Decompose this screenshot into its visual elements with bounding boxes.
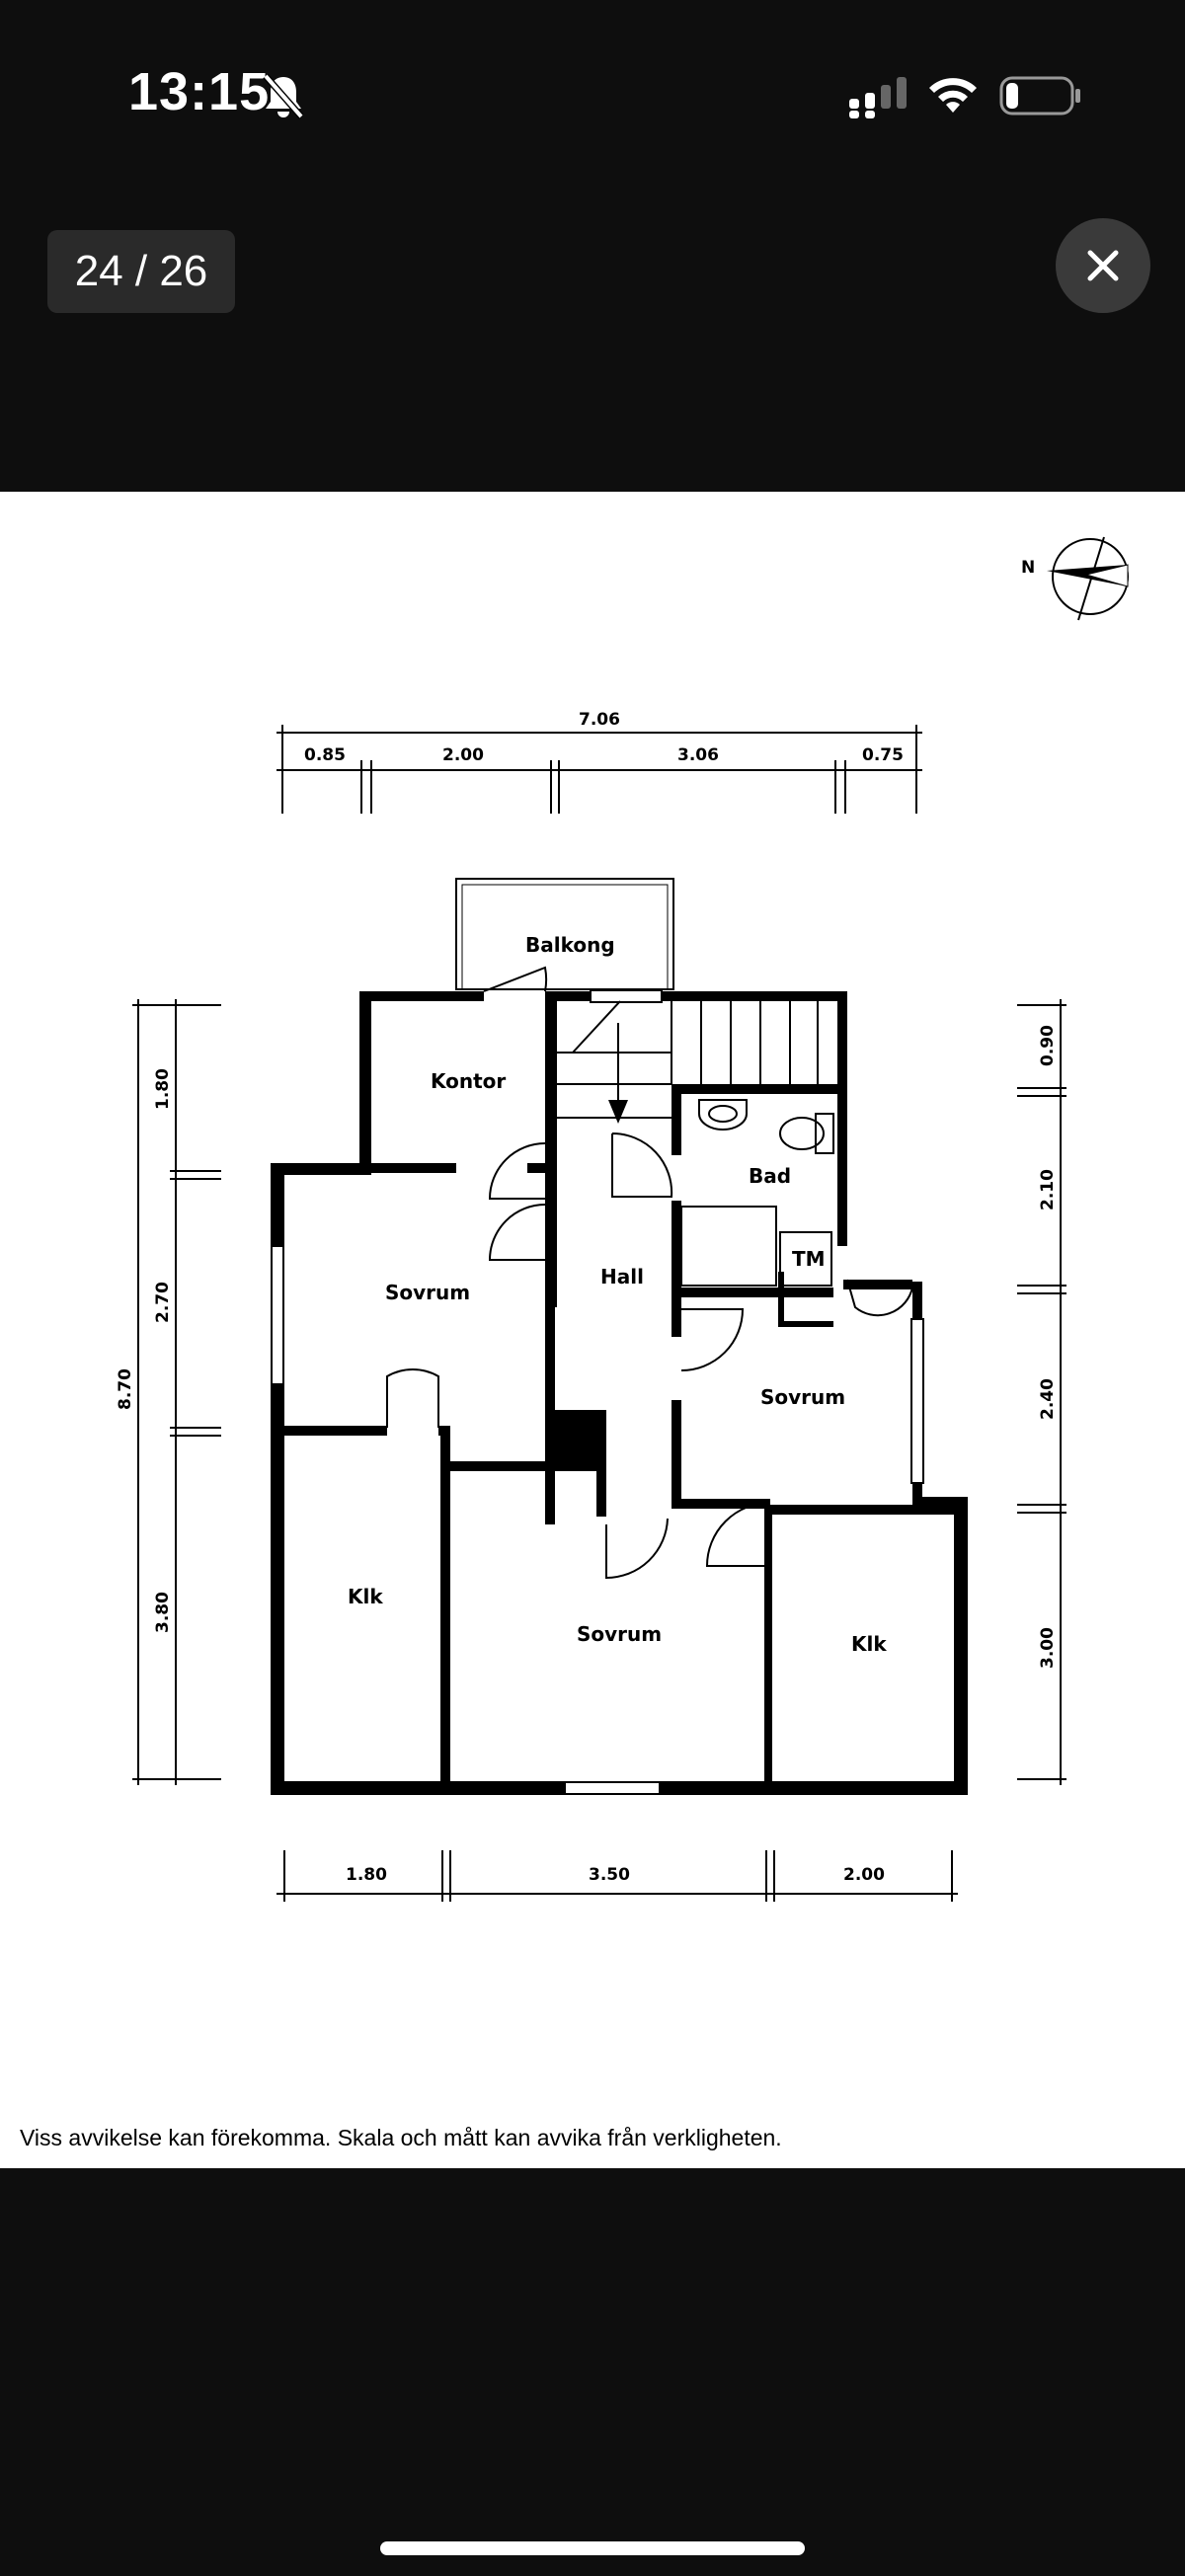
left-dim-total: 8.70 [116, 1368, 135, 1410]
room-tm: TM [792, 1247, 826, 1271]
bell-slash-icon [263, 73, 304, 119]
left-dim-2: 2.70 [153, 1282, 173, 1323]
room-sovrum-bottom: Sovrum [577, 1622, 662, 1646]
room-sovrum-left: Sovrum [385, 1281, 470, 1304]
bottom-dimensions [276, 1850, 958, 1902]
status-time: 13:15 [128, 62, 271, 121]
left-dim-3: 3.80 [153, 1592, 173, 1633]
left-dimensions [132, 999, 221, 1785]
cellular-signal-icon [849, 77, 907, 118]
room-balkong: Balkong [525, 933, 615, 957]
room-klk-left: Klk [348, 1585, 383, 1608]
right-dim-2: 2.10 [1038, 1169, 1058, 1210]
top-dim-4: 0.75 [862, 745, 904, 765]
top-dimensions [276, 725, 922, 814]
close-icon [1087, 250, 1119, 281]
floorplan-drawing: N 7.06 0.85 2.00 3.06 0.75 8.70 1.80 2.7… [116, 536, 1129, 1902]
room-kontor: Kontor [431, 1069, 506, 1093]
bottom-dim-2: 3.50 [589, 1865, 630, 1885]
top-dim-total: 7.06 [579, 710, 620, 730]
bottom-dim-3: 2.00 [843, 1865, 885, 1885]
bottom-dim-1: 1.80 [346, 1865, 387, 1885]
right-dim-1: 0.90 [1038, 1025, 1058, 1066]
top-dim-1: 0.85 [304, 745, 346, 765]
compass-icon: N [1021, 536, 1129, 621]
stairs [557, 1000, 819, 1119]
disclaimer-text: Viss avvikelse kan förekomma. Skala och … [20, 2125, 782, 2150]
windows [271, 989, 924, 1795]
image-counter: 24 / 26 [47, 230, 235, 313]
doors [386, 966, 913, 1580]
status-bar: 13:15 [0, 0, 1185, 188]
close-button[interactable] [1056, 218, 1150, 313]
bathroom-fixtures [680, 1099, 834, 1287]
battery-icon [999, 76, 1080, 116]
right-dimensions [1017, 999, 1066, 1785]
wifi-icon [929, 78, 977, 113]
left-dim-1: 1.80 [153, 1068, 173, 1110]
compass-label: N [1021, 558, 1035, 578]
right-dim-4: 3.00 [1038, 1627, 1058, 1669]
stair-arrow-icon [608, 1100, 628, 1124]
room-sovrum-right: Sovrum [760, 1385, 845, 1409]
top-dim-3: 3.06 [677, 745, 719, 765]
room-bad: Bad [749, 1164, 791, 1188]
room-klk-right: Klk [851, 1632, 887, 1656]
top-dim-2: 2.00 [442, 745, 484, 765]
floorplan-image[interactable]: N 7.06 0.85 2.00 3.06 0.75 8.70 1.80 2.7… [0, 492, 1185, 2168]
room-hall: Hall [600, 1265, 644, 1288]
home-indicator[interactable] [380, 2541, 805, 2555]
right-dim-3: 2.40 [1038, 1378, 1058, 1420]
